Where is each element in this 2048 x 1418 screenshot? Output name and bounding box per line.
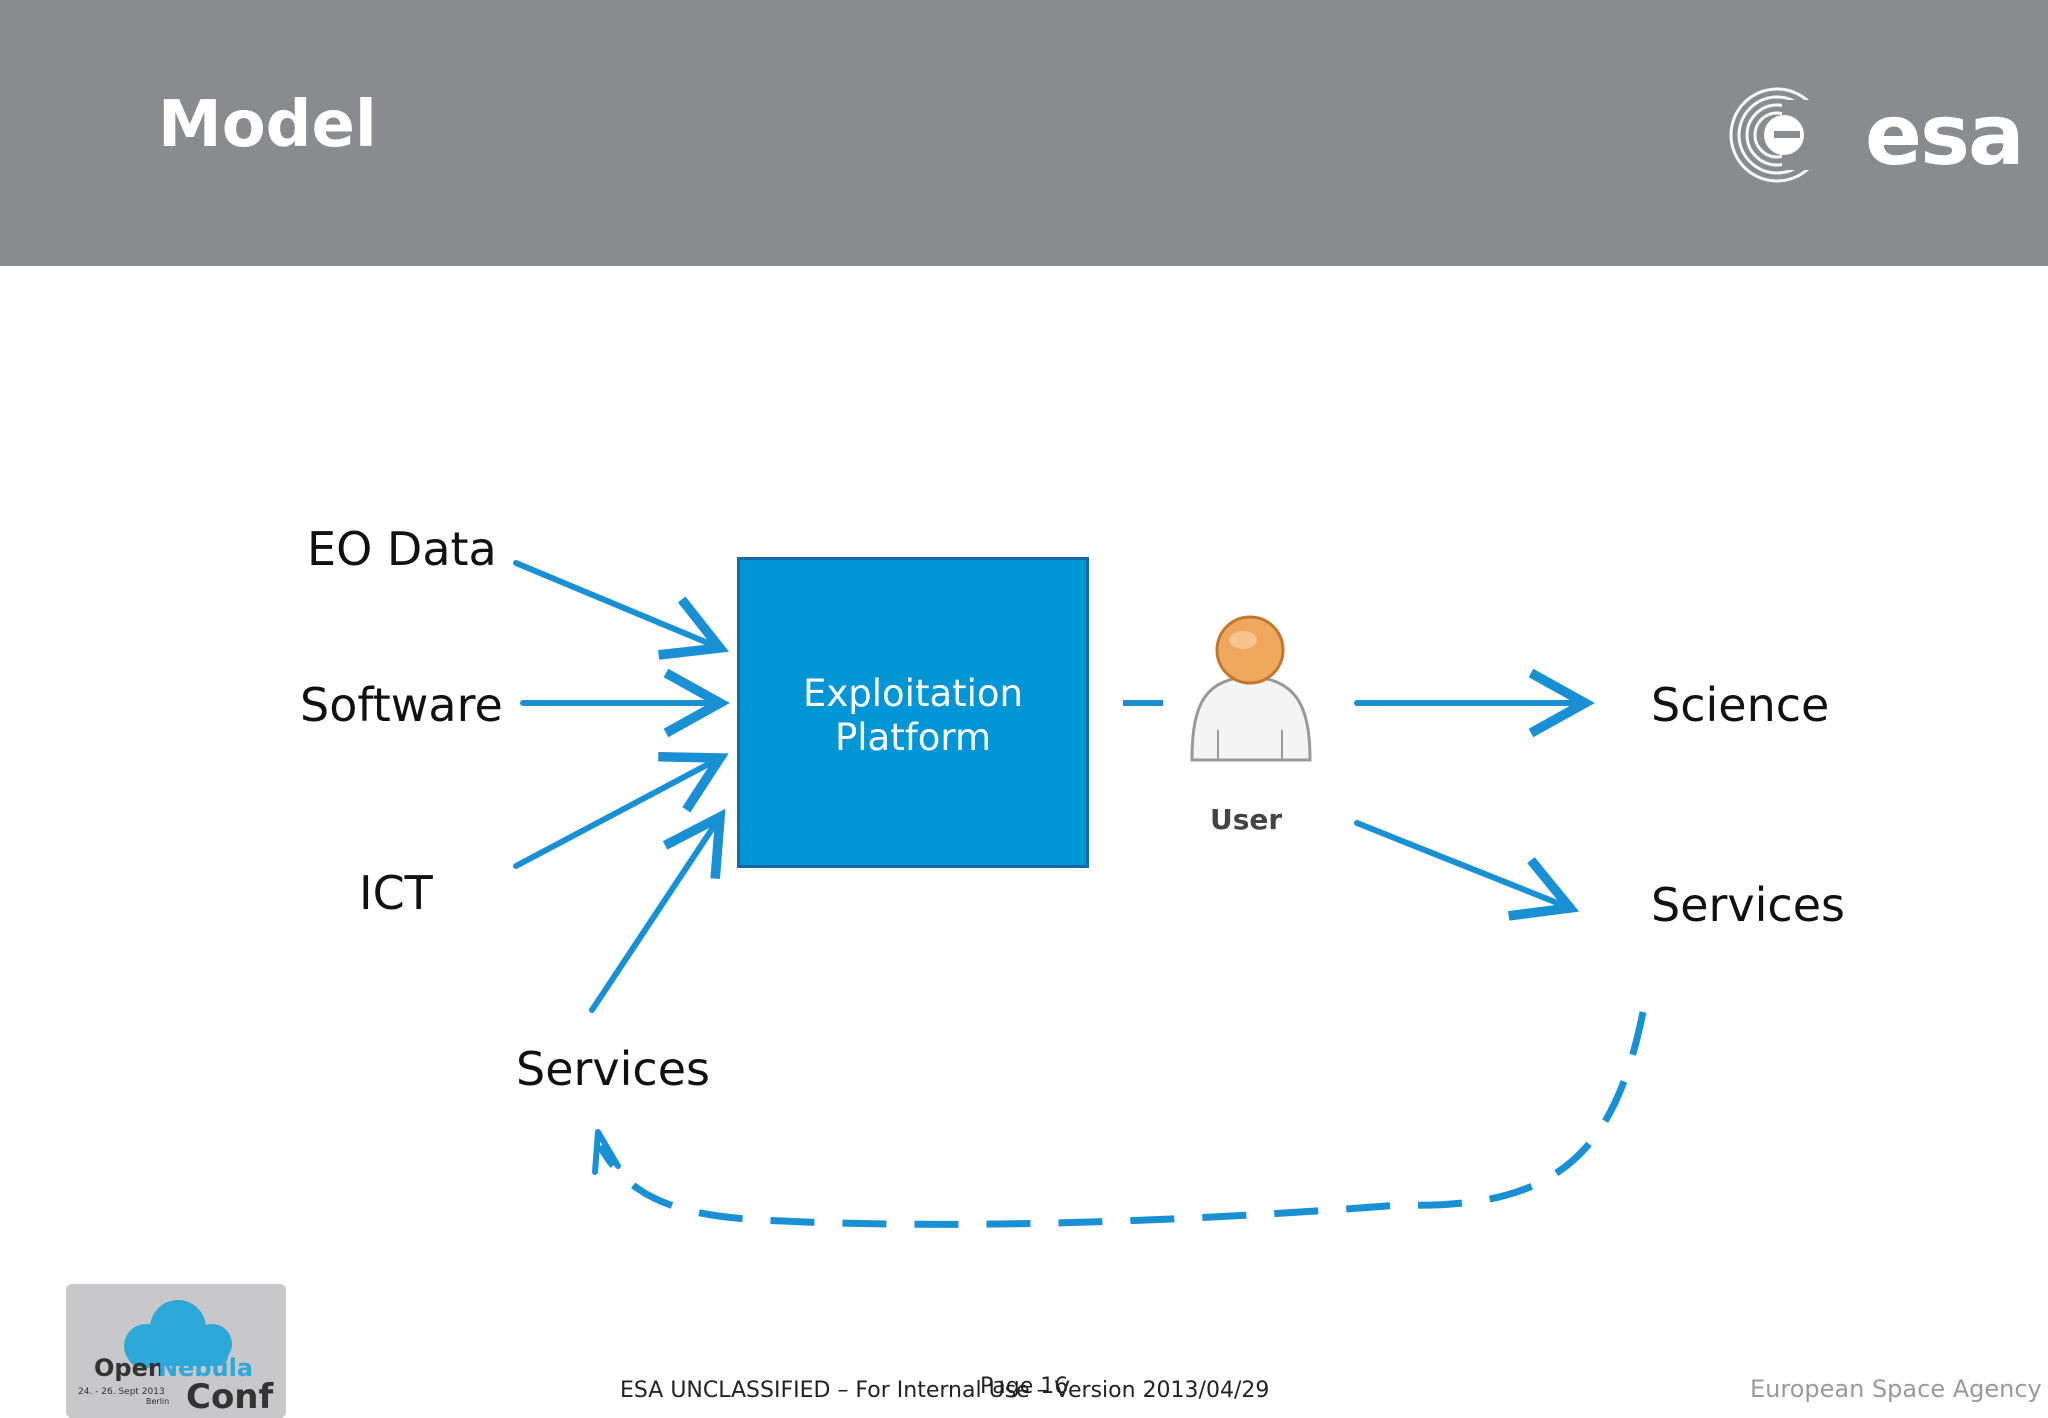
page-number: Page 16 [980,1374,1069,1399]
arrow-services-in [589,808,726,1013]
platform-label-line-2: Platform [834,716,992,759]
arrow-eo-data [513,560,730,660]
arrow-to-services [1354,820,1580,921]
slide-title: Model [158,88,377,162]
output-services: Services [1651,878,1845,932]
cloud-icon: Open Nebula 24. - 26. Sept 2013 Berlin C… [78,1300,275,1417]
exploitation-platform-box: Exploitation Platform [737,557,1089,868]
dashed-feedback-loop [596,1011,1647,1228]
conf-logo-city: Berlin [146,1397,169,1406]
slide-header: Model esa [0,0,2048,266]
conf-logo-open: Open [94,1354,165,1382]
user-icon [1190,615,1312,762]
platform-label-line-1: Exploitation [802,672,1023,715]
conf-logo-dates: 24. - 26. Sept 2013 [78,1387,165,1397]
user-label: User [1210,803,1283,836]
conf-logo-conf: Conf [186,1377,275,1417]
feedback-arrow-head [592,1129,621,1175]
esa-logo [1729,87,1832,183]
input-eo-data: EO Data [307,522,497,576]
output-science: Science [1651,678,1830,732]
footer-classification: ESA UNCLASSIFIED – For Internal Use – Ve… [620,1378,1270,1403]
esa-logo-text: esa [1865,86,2025,184]
input-software: Software [300,678,503,732]
input-ict: ICT [359,866,433,920]
input-services: Services [516,1042,710,1096]
footer-agency: European Space Agency [1750,1375,2042,1403]
conf-logo-nebula: Nebula [158,1354,253,1382]
arrow-ict [513,751,729,869]
opennebula-conf-logo: Open Nebula 24. - 26. Sept 2013 Berlin C… [66,1284,286,1418]
exploitation-platform-label: Exploitation Platform [740,672,1086,760]
